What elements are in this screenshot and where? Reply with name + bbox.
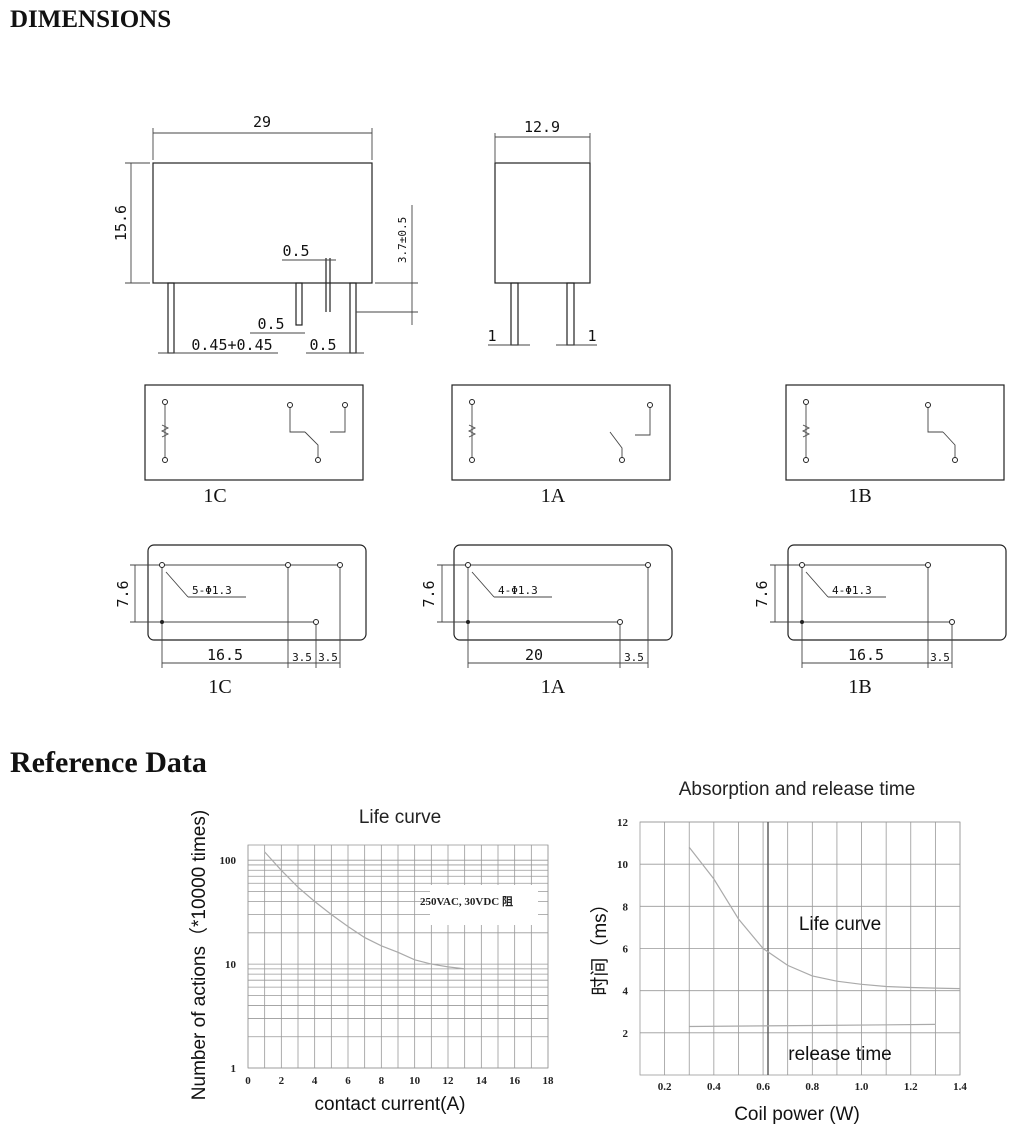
abs-chart-ticks: 0.2 0.4 0.6 0.8 1.0 1.2 1.4 12 10 8 6 4 2: [617, 817, 967, 1093]
abs-chart-xlabel: Coil power (W): [734, 1104, 860, 1125]
life-x-tick: 6: [345, 1075, 351, 1087]
abs-x-tick: 0.4: [707, 1081, 721, 1093]
life-y-tick: 100: [220, 855, 237, 867]
life-x-tick: 16: [509, 1075, 521, 1087]
life-y-tick: 1: [231, 1063, 237, 1075]
footprint-label-1a: 1A: [541, 676, 566, 698]
side-view: 29 15.6 0.5 3.7±0.5 0.5 0.45+0.45 0.5: [112, 113, 418, 354]
footprint-span-1a: 20: [525, 646, 543, 664]
abs-series-absorption: [688, 846, 961, 990]
pin-spacing-dim: 0.5: [309, 336, 336, 354]
side-height-dim: 15.6: [112, 205, 130, 241]
footprint-height-1a: 7.6: [420, 580, 438, 607]
reference-data-heading: Reference Data: [10, 746, 207, 779]
life-x-tick: 0: [245, 1075, 251, 1087]
life-x-tick: 4: [312, 1075, 318, 1087]
life-chart-ylabel: Number of actions（*10000 times): [188, 810, 210, 1100]
pin-gap-dim: 0.45+0.45: [191, 336, 272, 354]
end-pin-right: [566, 282, 575, 346]
life-curve-chart: Life curve Number of actions（*10000 time…: [188, 807, 554, 1115]
abs-chart-title: Absorption and release time: [679, 779, 916, 800]
footprint-1a: 4-Φ1.3 7.6 20 3.5 1A: [420, 544, 673, 698]
side-pin-3: [349, 282, 357, 354]
life-x-tick: 14: [476, 1075, 488, 1087]
side-pin-2: [295, 282, 303, 326]
footprint-holes-1c: 5-Φ1.3: [192, 584, 232, 597]
schematic-1a: 1A: [451, 384, 671, 507]
abs-x-tick: 0.2: [658, 1081, 672, 1093]
footprint-height-1c: 7.6: [114, 580, 132, 607]
life-x-tick: 12: [443, 1075, 455, 1087]
footprint-pitch-a-1c: 3.5: [292, 651, 312, 664]
schematic-1b: 1B: [785, 384, 1005, 507]
footprint-1b: 4-Φ1.3 7.6 16.5 3.5 1B: [753, 544, 1007, 698]
schematic-label-1b: 1B: [848, 485, 871, 507]
abs-x-tick: 0.8: [805, 1081, 819, 1093]
life-x-tick: 8: [379, 1075, 385, 1087]
life-chart-grid: [247, 844, 549, 1069]
footprint-span-1c: 16.5: [207, 646, 243, 664]
life-series-line: [264, 851, 465, 970]
footprint-pitch-a-1a: 3.5: [624, 651, 644, 664]
footprint-label-1c: 1C: [208, 676, 231, 698]
schematic-label-1c: 1C: [203, 485, 226, 507]
abs-x-tick: 0.6: [756, 1081, 770, 1093]
life-chart-annotation: 250VAC, 30VDC 阻: [420, 894, 513, 908]
footprint-span-1b: 16.5: [848, 646, 884, 664]
footprint-label-1b: 1B: [848, 676, 871, 698]
abs-chart-series: [688, 846, 961, 1028]
footprint-holes-1b: 4-Φ1.3: [832, 584, 872, 597]
abs-y-tick: 8: [623, 901, 629, 913]
side-length-dim: 29: [253, 113, 271, 131]
absorption-release-chart: Absorption and release time 时间（ms） Coil …: [589, 779, 967, 1125]
footprint-holes-1a: 4-Φ1.3: [498, 584, 538, 597]
pin-thickness-dim: 0.5: [257, 315, 284, 333]
life-chart-ticks: 0 2 4 6 8 10 12 14 16 18 100 10 1: [220, 855, 555, 1087]
pin-length-dim: 3.7±0.5: [396, 217, 409, 263]
abs-y-tick: 6: [623, 944, 629, 956]
dimensions-heading: DIMENSIONS: [10, 6, 172, 33]
pin-width-dim: 0.5: [282, 242, 309, 260]
abs-series-release: [689, 1023, 936, 1028]
life-x-tick: 18: [543, 1075, 555, 1087]
footprint-pitch-b-1c: 3.5: [318, 651, 338, 664]
end-pin-right-dim: 1: [587, 327, 596, 345]
end-view: 12.9 1 1: [487, 118, 597, 346]
abs-y-tick: 4: [623, 986, 629, 998]
life-chart-xlabel: contact current(A): [315, 1094, 466, 1115]
schematic-1c: 1C: [144, 384, 364, 507]
abs-x-tick: 1.4: [953, 1081, 967, 1093]
abs-y-tick: 12: [617, 817, 629, 829]
footprint-height-1b: 7.6: [753, 580, 771, 607]
abs-y-tick: 2: [623, 1028, 629, 1040]
relay-body-side: [152, 162, 373, 284]
side-pin-1: [167, 282, 175, 354]
end-width-dim: 12.9: [524, 118, 560, 136]
life-chart-title: Life curve: [359, 807, 441, 828]
abs-chart-ylabel: 时间（ms）: [589, 894, 611, 995]
end-pin-left: [510, 282, 519, 346]
abs-annotation-release-time: release time: [788, 1044, 892, 1065]
relay-body-end: [494, 162, 591, 284]
abs-x-tick: 1.2: [904, 1081, 918, 1093]
life-y-tick: 10: [225, 959, 237, 971]
life-x-tick: 2: [279, 1075, 285, 1087]
footprint-1c: 5-Φ1.3 7.6 16.5 3.5 3.5 1C: [114, 544, 367, 698]
footprint-pitch-a-1b: 3.5: [930, 651, 950, 664]
schematic-label-1a: 1A: [541, 485, 566, 507]
abs-x-tick: 1.0: [855, 1081, 869, 1093]
life-x-tick: 10: [409, 1075, 421, 1087]
abs-annotation-life-curve: Life curve: [799, 914, 881, 935]
abs-y-tick: 10: [617, 859, 629, 871]
life-chart-series: [264, 851, 465, 970]
end-pin-left-dim: 1: [487, 327, 496, 345]
abs-chart-grid: [639, 821, 961, 1076]
